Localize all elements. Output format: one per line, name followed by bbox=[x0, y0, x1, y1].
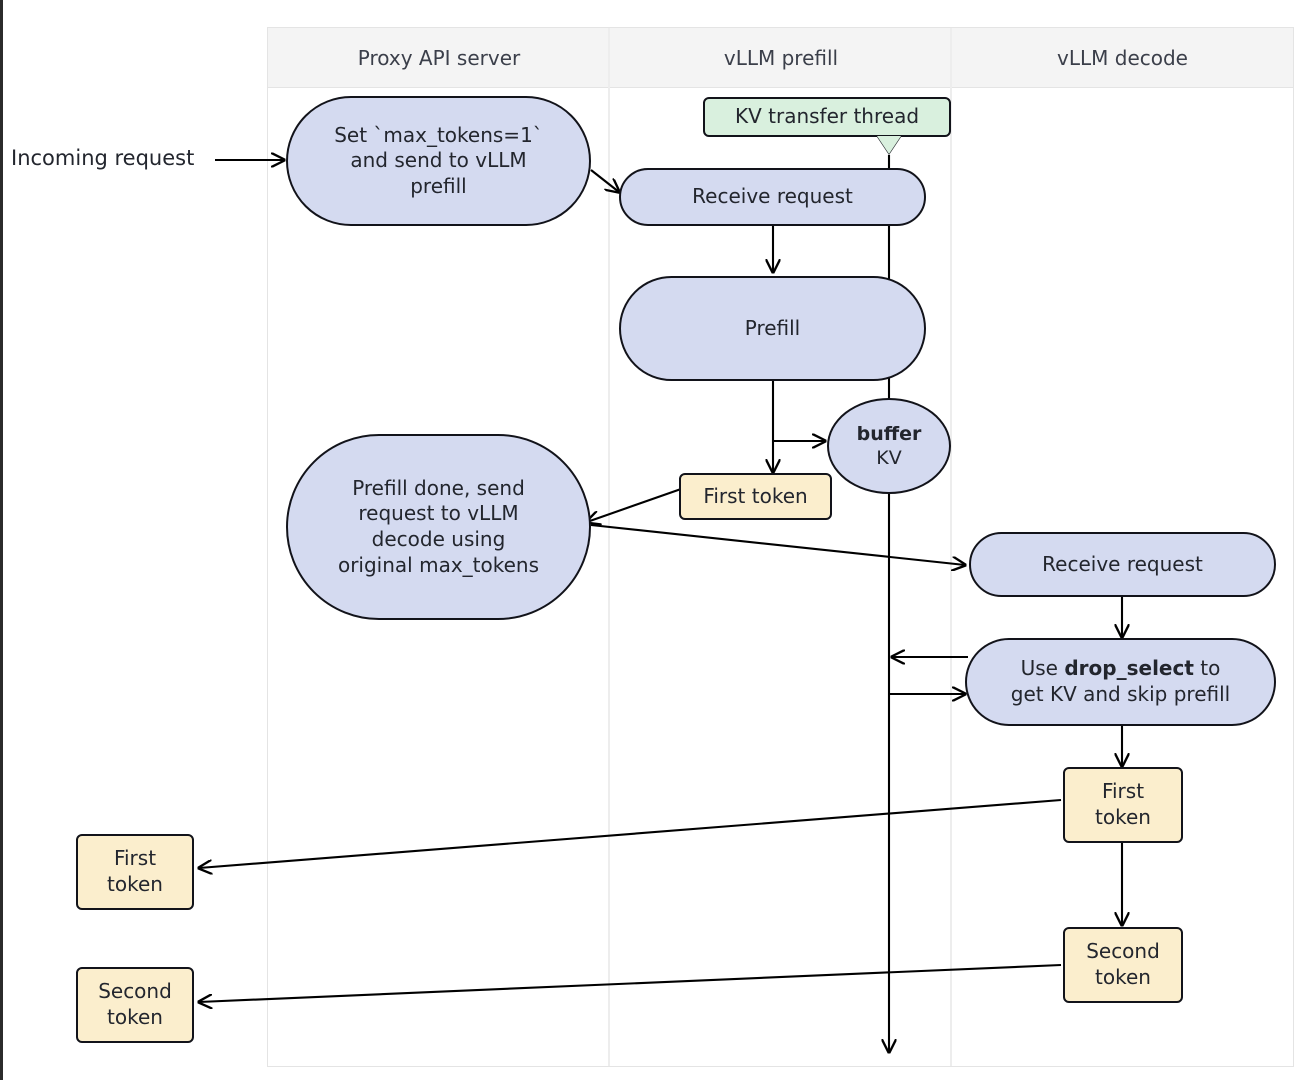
node-prefill-receive-request[interactable]: Receive request bbox=[619, 168, 926, 226]
node-prefill-receive-request-text: Receive request bbox=[692, 184, 853, 209]
node-drop-select[interactable]: Use drop_select to get KV and skip prefi… bbox=[965, 638, 1276, 726]
node-decode-second-token[interactable]: Second token bbox=[1063, 927, 1183, 1003]
node-decode-receive-request[interactable]: Receive request bbox=[969, 532, 1276, 597]
node-decode-second-token-line1: Second bbox=[1086, 939, 1160, 964]
node-out-second-token-line2: token bbox=[107, 1005, 163, 1029]
node-out-first-token-line2: token bbox=[107, 872, 163, 896]
lane-title-prefill: vLLM prefill bbox=[723, 46, 839, 70]
node-buffer-kv[interactable]: buffer KV bbox=[827, 398, 951, 494]
node-out-second-token[interactable]: Second token bbox=[76, 967, 194, 1043]
node-drop-select-text: Use drop_select to get KV and skip prefi… bbox=[1011, 656, 1230, 707]
drop-select-suffix: to bbox=[1193, 656, 1221, 681]
node-decode-first-token[interactable]: First token bbox=[1063, 767, 1183, 843]
swimlane-header-band bbox=[268, 28, 1293, 88]
lane-title-decode: vLLM decode bbox=[1057, 46, 1188, 70]
node-prefill-first-token-text: First token bbox=[703, 483, 808, 508]
node-buffer-kv-subtitle: KV bbox=[876, 447, 902, 469]
node-prefill[interactable]: Prefill bbox=[619, 276, 926, 381]
node-kv-transfer-thread[interactable]: KV transfer thread bbox=[703, 97, 951, 137]
node-decode-first-token-line1: First bbox=[1101, 779, 1145, 804]
node-prefill-done-text: Prefill done, send request to vLLM decod… bbox=[337, 475, 540, 577]
node-prefill-first-token[interactable]: First token bbox=[679, 473, 832, 520]
node-set-max-tokens-text: Set `max_tokens=1` and send to vLLM pref… bbox=[334, 122, 543, 198]
lane-title-proxy: Proxy API server bbox=[357, 46, 521, 70]
node-out-second-token-line1: Second bbox=[98, 979, 172, 1004]
node-out-first-token[interactable]: First token bbox=[76, 834, 194, 910]
node-decode-second-token-line2: token bbox=[1095, 965, 1151, 989]
kv-transfer-thread-tail-icon bbox=[877, 136, 901, 154]
node-decode-receive-request-text: Receive request bbox=[1042, 551, 1203, 576]
node-prefill-done[interactable]: Prefill done, send request to vLLM decod… bbox=[286, 434, 591, 620]
drop-select-prefix: Use bbox=[1020, 656, 1065, 681]
node-decode-first-token-line2: token bbox=[1095, 805, 1151, 829]
node-set-max-tokens[interactable]: Set `max_tokens=1` and send to vLLM pref… bbox=[286, 96, 591, 226]
drop-select-line2: get KV and skip prefill bbox=[1010, 682, 1231, 706]
incoming-request-label: Incoming request bbox=[11, 146, 195, 170]
node-kv-transfer-thread-text: KV transfer thread bbox=[734, 104, 920, 129]
node-out-first-token-line1: First bbox=[113, 846, 157, 871]
node-buffer-kv-title: buffer bbox=[856, 422, 922, 445]
drop-select-keyword: drop_select bbox=[1064, 656, 1194, 681]
node-prefill-text: Prefill bbox=[744, 315, 801, 340]
